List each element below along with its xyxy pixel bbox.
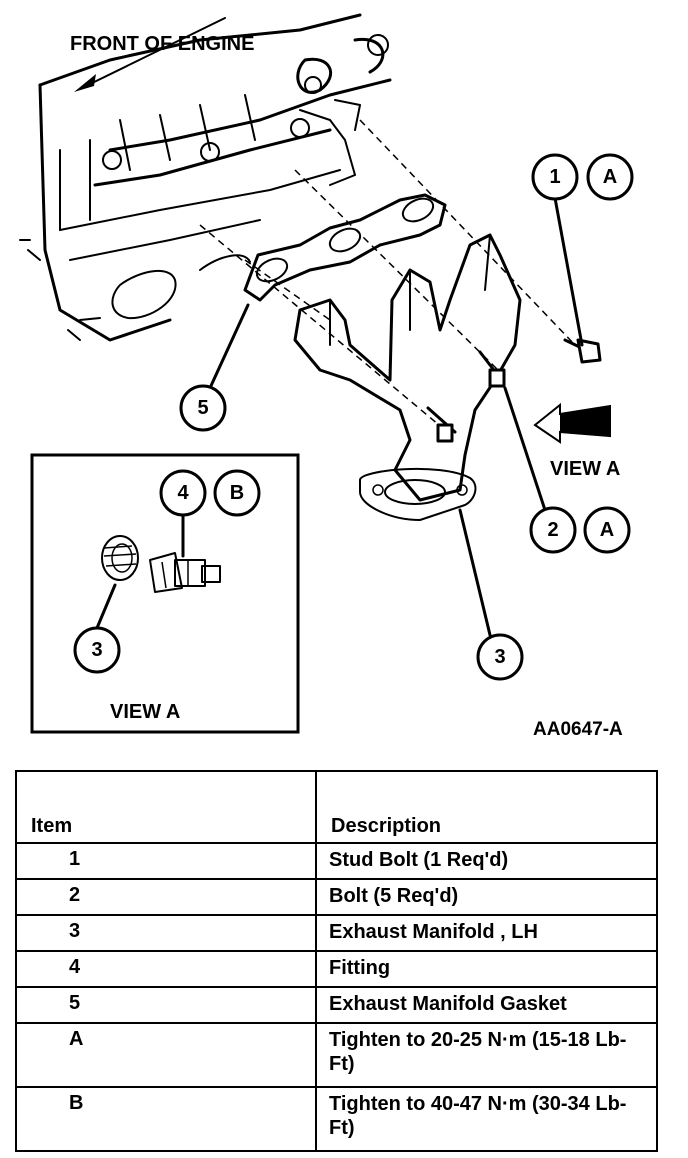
description-cell: Stud Bolt (1 Req'd) (315, 842, 658, 880)
ring-gasket-drawing (101, 535, 139, 581)
exhaust-manifold-diagram: FRONT OF ENGINE (19, 13, 634, 740)
engine-block-drawing (19, 13, 392, 342)
item-cell: 3 (15, 914, 317, 952)
svg-text:1: 1 (549, 166, 560, 188)
svg-text:B: B (230, 482, 244, 504)
callout-3-inset (73, 626, 121, 674)
description-cell: Tighten to 20-25 N·m (15-18 Lb-Ft) (315, 1022, 658, 1088)
svg-text:3: 3 (494, 646, 505, 668)
item-cell: 4 (15, 950, 317, 988)
view-a-inset: 4 B 3 VIEW A (30, 453, 300, 734)
view-a-label: VIEW A (550, 458, 620, 480)
description-cell: Bolt (5 Req'd) (315, 878, 658, 916)
callout-2: 2 (529, 506, 577, 554)
callout-a-stud: A (586, 153, 634, 201)
svg-text:2: 2 (547, 519, 558, 541)
table-row: 5 Exhaust Manifold Gasket (15, 986, 658, 1024)
description-cell: Exhaust Manifold , LH (315, 914, 658, 952)
svg-text:5: 5 (197, 397, 208, 419)
item-cell: A (15, 1022, 317, 1088)
item-cell: B (15, 1086, 317, 1152)
svg-text:3: 3 (91, 639, 102, 661)
callout-4 (159, 469, 207, 517)
table-row: A Tighten to 20-25 N·m (15-18 Lb-Ft) (15, 1022, 658, 1088)
description-cell: Tighten to 40-47 N·m (30-34 Lb-Ft) (315, 1086, 658, 1152)
description-cell: Exhaust Manifold Gasket (315, 986, 658, 1024)
table-row: 1 Stud Bolt (1 Req'd) (15, 842, 658, 880)
callout-5: 5 (179, 384, 227, 432)
table-row: 3 Exhaust Manifold , LH (15, 914, 658, 952)
stud-bolt (563, 338, 602, 364)
table-row: 4 Fitting (15, 950, 658, 988)
fitting-drawing (149, 552, 221, 593)
inset-view-label: VIEW A (110, 701, 180, 723)
item-cell: 5 (15, 986, 317, 1024)
svg-text:A: A (600, 519, 614, 541)
callout-b (213, 469, 261, 517)
table-row: 2 Bolt (5 Req'd) (15, 878, 658, 916)
callout-a-bolt: A (583, 506, 631, 554)
item-cell: 1 (15, 842, 317, 880)
figure-id: AA0647-A (533, 719, 623, 740)
svg-text:4: 4 (177, 482, 189, 504)
front-direction-arrow (74, 17, 226, 92)
svg-text:A: A (603, 166, 617, 188)
description-cell: Fitting (315, 950, 658, 988)
callout-3: 3 (476, 633, 524, 681)
table-row: B Tighten to 40-47 N·m (30-34 Lb-Ft) (15, 1086, 658, 1152)
assembly-lines (199, 119, 576, 431)
callout-1: 1 (531, 153, 579, 201)
item-cell: 2 (15, 878, 317, 916)
leader-lines (208, 196, 584, 637)
table-header-row: Item Description (15, 770, 658, 844)
header-item: Item (15, 770, 317, 844)
manifold-bolt (478, 350, 506, 388)
exhaust-manifold-gasket (243, 193, 447, 302)
exhaust-manifold (293, 233, 522, 521)
manifold-bolt-lower (426, 406, 457, 443)
parts-table: Item Description 1 Stud Bolt (1 Req'd) 2… (15, 770, 658, 1152)
header-description: Description (315, 770, 658, 844)
view-a-arrow (533, 402, 611, 444)
